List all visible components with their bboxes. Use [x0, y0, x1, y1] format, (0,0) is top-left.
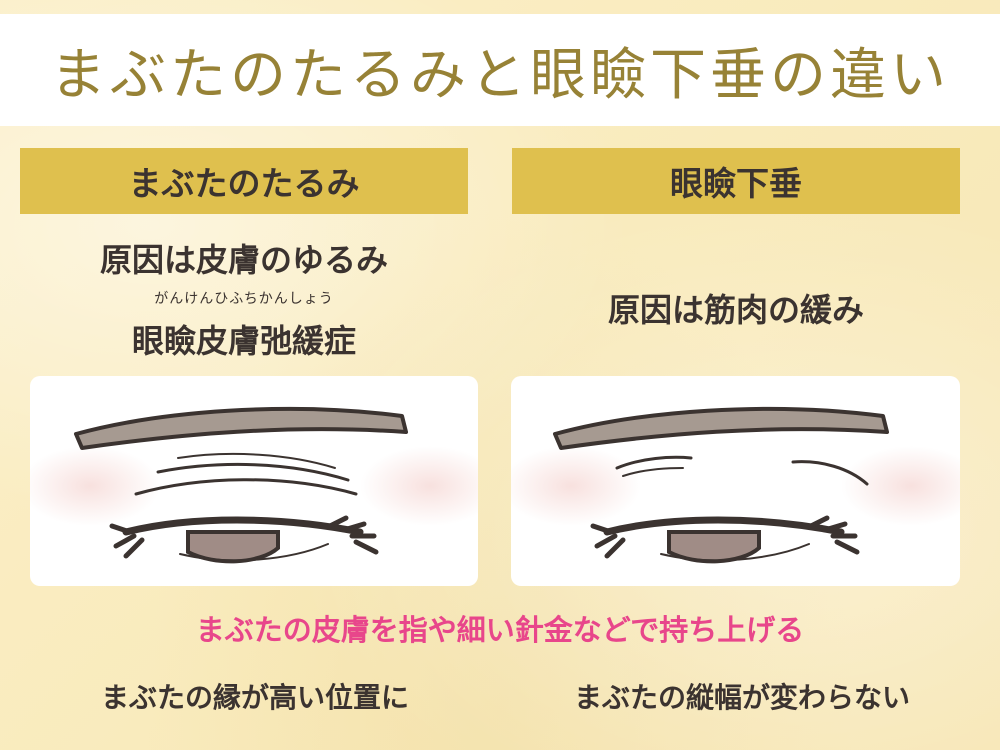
sagging-eye-svg	[30, 406, 478, 564]
lower-lid-line	[179, 543, 329, 562]
eyebrow	[74, 406, 408, 450]
cause-left-line2: 眼瞼皮膚弛緩症	[131, 322, 356, 360]
lashes-left	[590, 523, 626, 559]
skin-fold-2	[156, 462, 350, 482]
header-left: まぶたのたるみ	[20, 148, 468, 214]
blush-right	[360, 446, 478, 526]
blush-left	[511, 446, 641, 526]
cause-left-line1: 原因は皮膚のゆるみ	[99, 241, 388, 279]
skin-fold-3	[134, 478, 358, 496]
eye-illustration-ptosis	[511, 376, 960, 586]
blush-right	[841, 446, 960, 526]
ptosis-eye-svg	[511, 406, 960, 564]
page-title: まぶたのたるみと眼瞼下垂の違い	[50, 42, 950, 108]
iris	[186, 530, 280, 564]
blush-left	[30, 446, 160, 526]
eye-illustration-sagging	[30, 376, 478, 586]
iris	[667, 530, 761, 564]
cause-right: 原因は筋肉の緩み	[607, 291, 864, 329]
crease-left-2	[622, 467, 684, 477]
result-left: まぶたの縁が高い位置に	[100, 681, 409, 714]
crease-left	[615, 455, 693, 470]
skin-fold-1	[177, 452, 336, 469]
title-band: まぶたのたるみと眼瞼下垂の違い	[0, 14, 1000, 126]
header-right: 眼瞼下垂	[512, 148, 960, 214]
eyebrow	[553, 406, 889, 450]
lashes-right	[327, 515, 379, 555]
result-right: まぶたの縦幅が変わらない	[573, 681, 910, 714]
lashes-left	[109, 523, 145, 559]
ruby-reading: がんけんひふちかんしょう	[154, 291, 334, 307]
lower-lid-line	[660, 543, 810, 562]
crease-right	[791, 460, 869, 486]
instruction-text: まぶたの皮膚を指や細い針金などで持ち上げる	[195, 613, 805, 647]
lashes-right	[808, 515, 860, 555]
